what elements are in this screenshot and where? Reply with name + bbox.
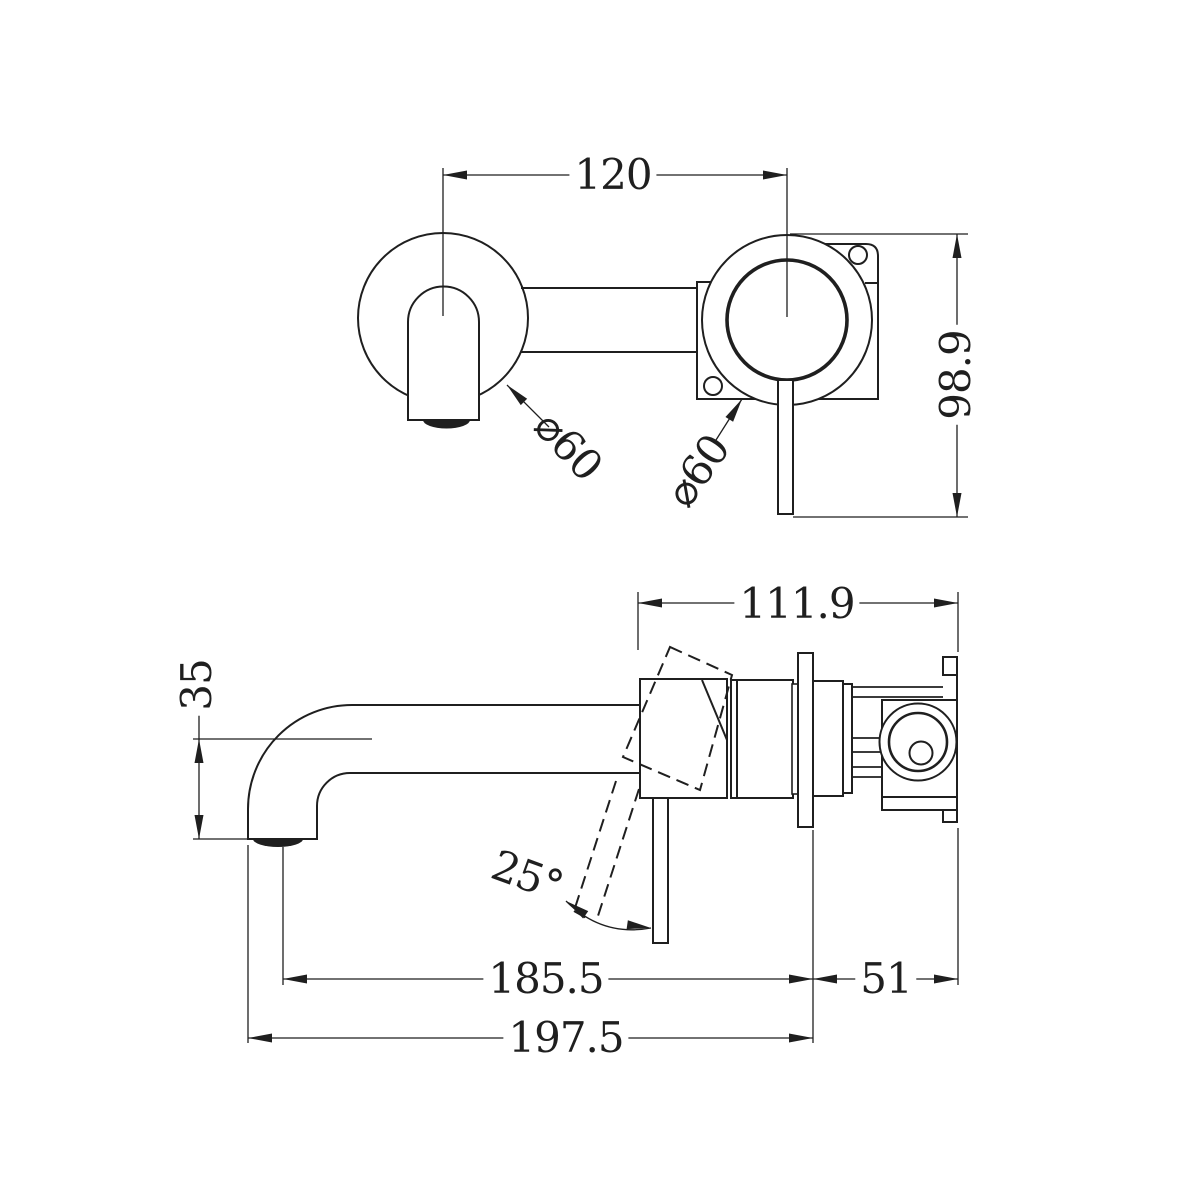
dim-35-label: 35 — [172, 654, 221, 716]
cartridge-body — [736, 679, 794, 799]
inlet-port — [908, 740, 934, 766]
dim-51-label: 51 — [855, 958, 917, 1000]
lever-solid — [652, 797, 669, 944]
dim-111-9-label: 111.9 — [734, 583, 860, 625]
dim-120-label: 120 — [569, 154, 657, 196]
arrow — [507, 385, 528, 406]
inwall-body-base — [881, 796, 958, 811]
wall-collar — [812, 680, 844, 797]
mixer-lever-front — [777, 379, 794, 515]
arrow — [443, 170, 467, 180]
dim-98-9-label: 98.9 — [931, 325, 980, 425]
lever-phantom-left — [573, 780, 617, 912]
arrow — [952, 234, 962, 258]
arrow — [194, 739, 204, 763]
arrow — [934, 598, 958, 608]
screw-hole-bottom-left — [703, 376, 723, 396]
side-view — [247, 645, 958, 944]
arrow — [813, 974, 837, 984]
arrow — [566, 901, 589, 919]
arrow — [626, 920, 651, 930]
arrow — [638, 598, 662, 608]
arrow — [952, 493, 962, 517]
front-view — [357, 168, 879, 515]
mount-tab-bottom — [942, 809, 958, 823]
dim-197-5-label: 197.5 — [503, 1017, 629, 1059]
spout-side-profile — [247, 704, 640, 840]
arrow — [763, 170, 787, 180]
wall-plate-side — [797, 652, 814, 828]
arrow — [934, 974, 958, 984]
arrow — [725, 399, 742, 422]
handle-head-solid — [639, 678, 728, 799]
dim-185-5-label: 185.5 — [483, 958, 609, 1000]
arrow — [789, 974, 813, 984]
spout-aerator-side — [253, 839, 303, 847]
arrow — [789, 1033, 813, 1043]
arrow — [283, 974, 307, 984]
dimension-arrows — [194, 170, 962, 1043]
screw-hole-top-right — [848, 245, 868, 265]
handle-head-facet — [701, 679, 728, 741]
handle-head-phantom — [621, 645, 734, 792]
spout-aerator-front — [423, 420, 470, 429]
arrow — [248, 1033, 272, 1043]
mount-tab-top — [942, 656, 958, 676]
wall-collar-ring — [842, 683, 853, 794]
arrow — [194, 815, 204, 839]
spout-front-body — [407, 285, 480, 421]
lever-phantom-right — [596, 788, 640, 920]
